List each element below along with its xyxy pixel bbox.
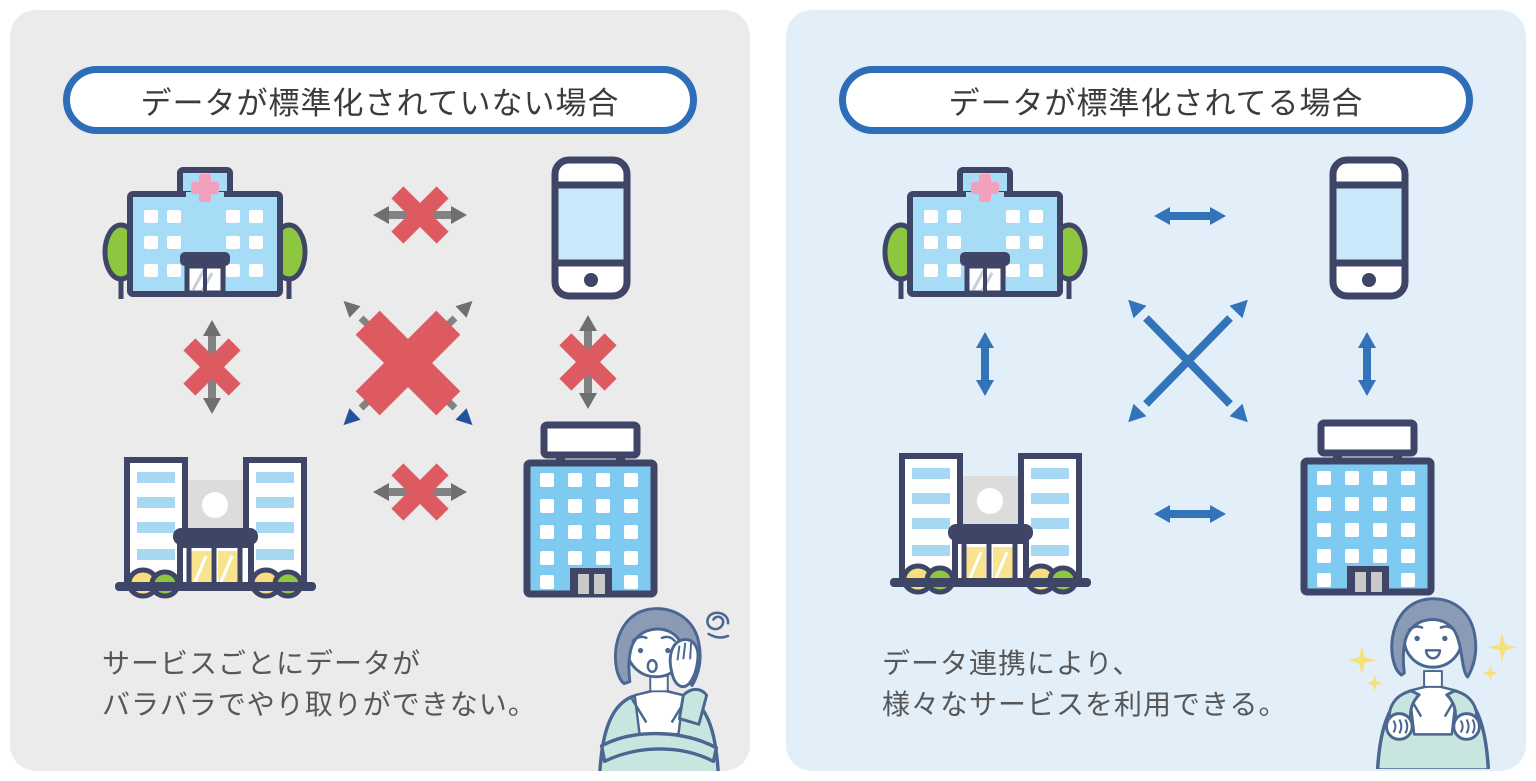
caption: データ連携により、 様々なサービスを利用できる。: [882, 644, 1287, 725]
double-arrow-vertical-icon: [976, 332, 994, 396]
medical-cross-icon: [971, 174, 999, 202]
case-title: データが標準化されてる場合: [948, 85, 1364, 122]
red-x-icon: [559, 333, 617, 391]
blocked-horizontal-link-icon: [373, 186, 467, 244]
caption-line: バラバラでやり取りができない。: [102, 687, 537, 721]
happy-woman-illustration: [1347, 597, 1517, 769]
blocked-cross-link-icon: [343, 300, 473, 426]
red-x-icon: [183, 338, 241, 396]
caption-line: 様々なサービスを利用できる。: [882, 687, 1288, 721]
crossed-double-arrows-icon: [1128, 299, 1248, 423]
hospital-icon: [882, 167, 1088, 299]
case-title-pill: データが標準化されてる場合: [839, 66, 1473, 134]
panel-standardized: データが標準化されてる場合: [786, 10, 1526, 771]
case-title-pill: データが標準化されていない場合: [63, 66, 697, 134]
case-title: データが標準化されていない場合: [140, 85, 620, 122]
office-building-icon: [115, 457, 316, 599]
panel-not-standardized: データが標準化されていない場合: [10, 10, 750, 771]
big-red-x-icon: [355, 310, 461, 416]
red-x-icon: [391, 186, 449, 244]
blocked-vertical-link-icon: [183, 320, 241, 414]
confusion-scribble-icon: [706, 611, 730, 639]
blocked-vertical-link-icon: [559, 315, 617, 409]
caption-line: データ連携により、: [882, 647, 1142, 680]
medical-cross-icon: [191, 174, 219, 202]
hospital-icon: [102, 167, 308, 299]
tall-building-icon: [1300, 419, 1435, 596]
tall-building-icon: [523, 421, 658, 598]
sparkle-icon: [1347, 633, 1517, 691]
double-arrow-horizontal-icon: [1154, 505, 1226, 523]
worried-woman-illustration: [598, 607, 730, 771]
office-building-icon: [890, 453, 1091, 595]
smartphone-icon: [1329, 156, 1409, 300]
caption: サービスごとにデータが バラバラでやり取りができない。: [102, 644, 537, 725]
blocked-horizontal-link-icon: [373, 463, 467, 521]
double-arrow-horizontal-icon: [1154, 207, 1226, 225]
caption-line: サービスごとにデータが: [102, 647, 422, 680]
double-arrow-vertical-icon: [1358, 332, 1376, 396]
red-x-icon: [391, 463, 449, 521]
smartphone-icon: [551, 156, 631, 300]
